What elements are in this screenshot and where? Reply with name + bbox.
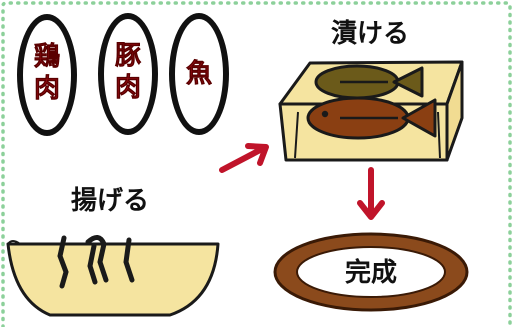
ingredient-chicken-char-1: 鶏 bbox=[33, 42, 61, 73]
finished-plate bbox=[273, 232, 469, 312]
arrow-to-marinate-icon bbox=[219, 143, 269, 173]
step-done-label: 完成 bbox=[345, 257, 397, 288]
ingredient-pork-char-2: 肉 bbox=[114, 73, 142, 104]
frying-pot bbox=[6, 240, 220, 317]
ingredient-chicken: 鶏 肉 bbox=[17, 14, 77, 136]
ingredient-chicken-char-2: 肉 bbox=[33, 74, 61, 105]
fish-front bbox=[306, 96, 437, 140]
ingredient-fish: 魚 bbox=[169, 13, 229, 135]
ingredient-pork-char-1: 豚 bbox=[114, 41, 142, 72]
step-fry-label: 揚げる bbox=[71, 186, 150, 216]
arrow-to-done-icon bbox=[357, 167, 385, 220]
ingredient-fish-char-1: 魚 bbox=[185, 59, 213, 90]
frying-pieces bbox=[57, 235, 135, 289]
step-marinate-label: 漬ける bbox=[331, 19, 410, 49]
ingredient-pork: 豚 肉 bbox=[98, 13, 158, 135]
